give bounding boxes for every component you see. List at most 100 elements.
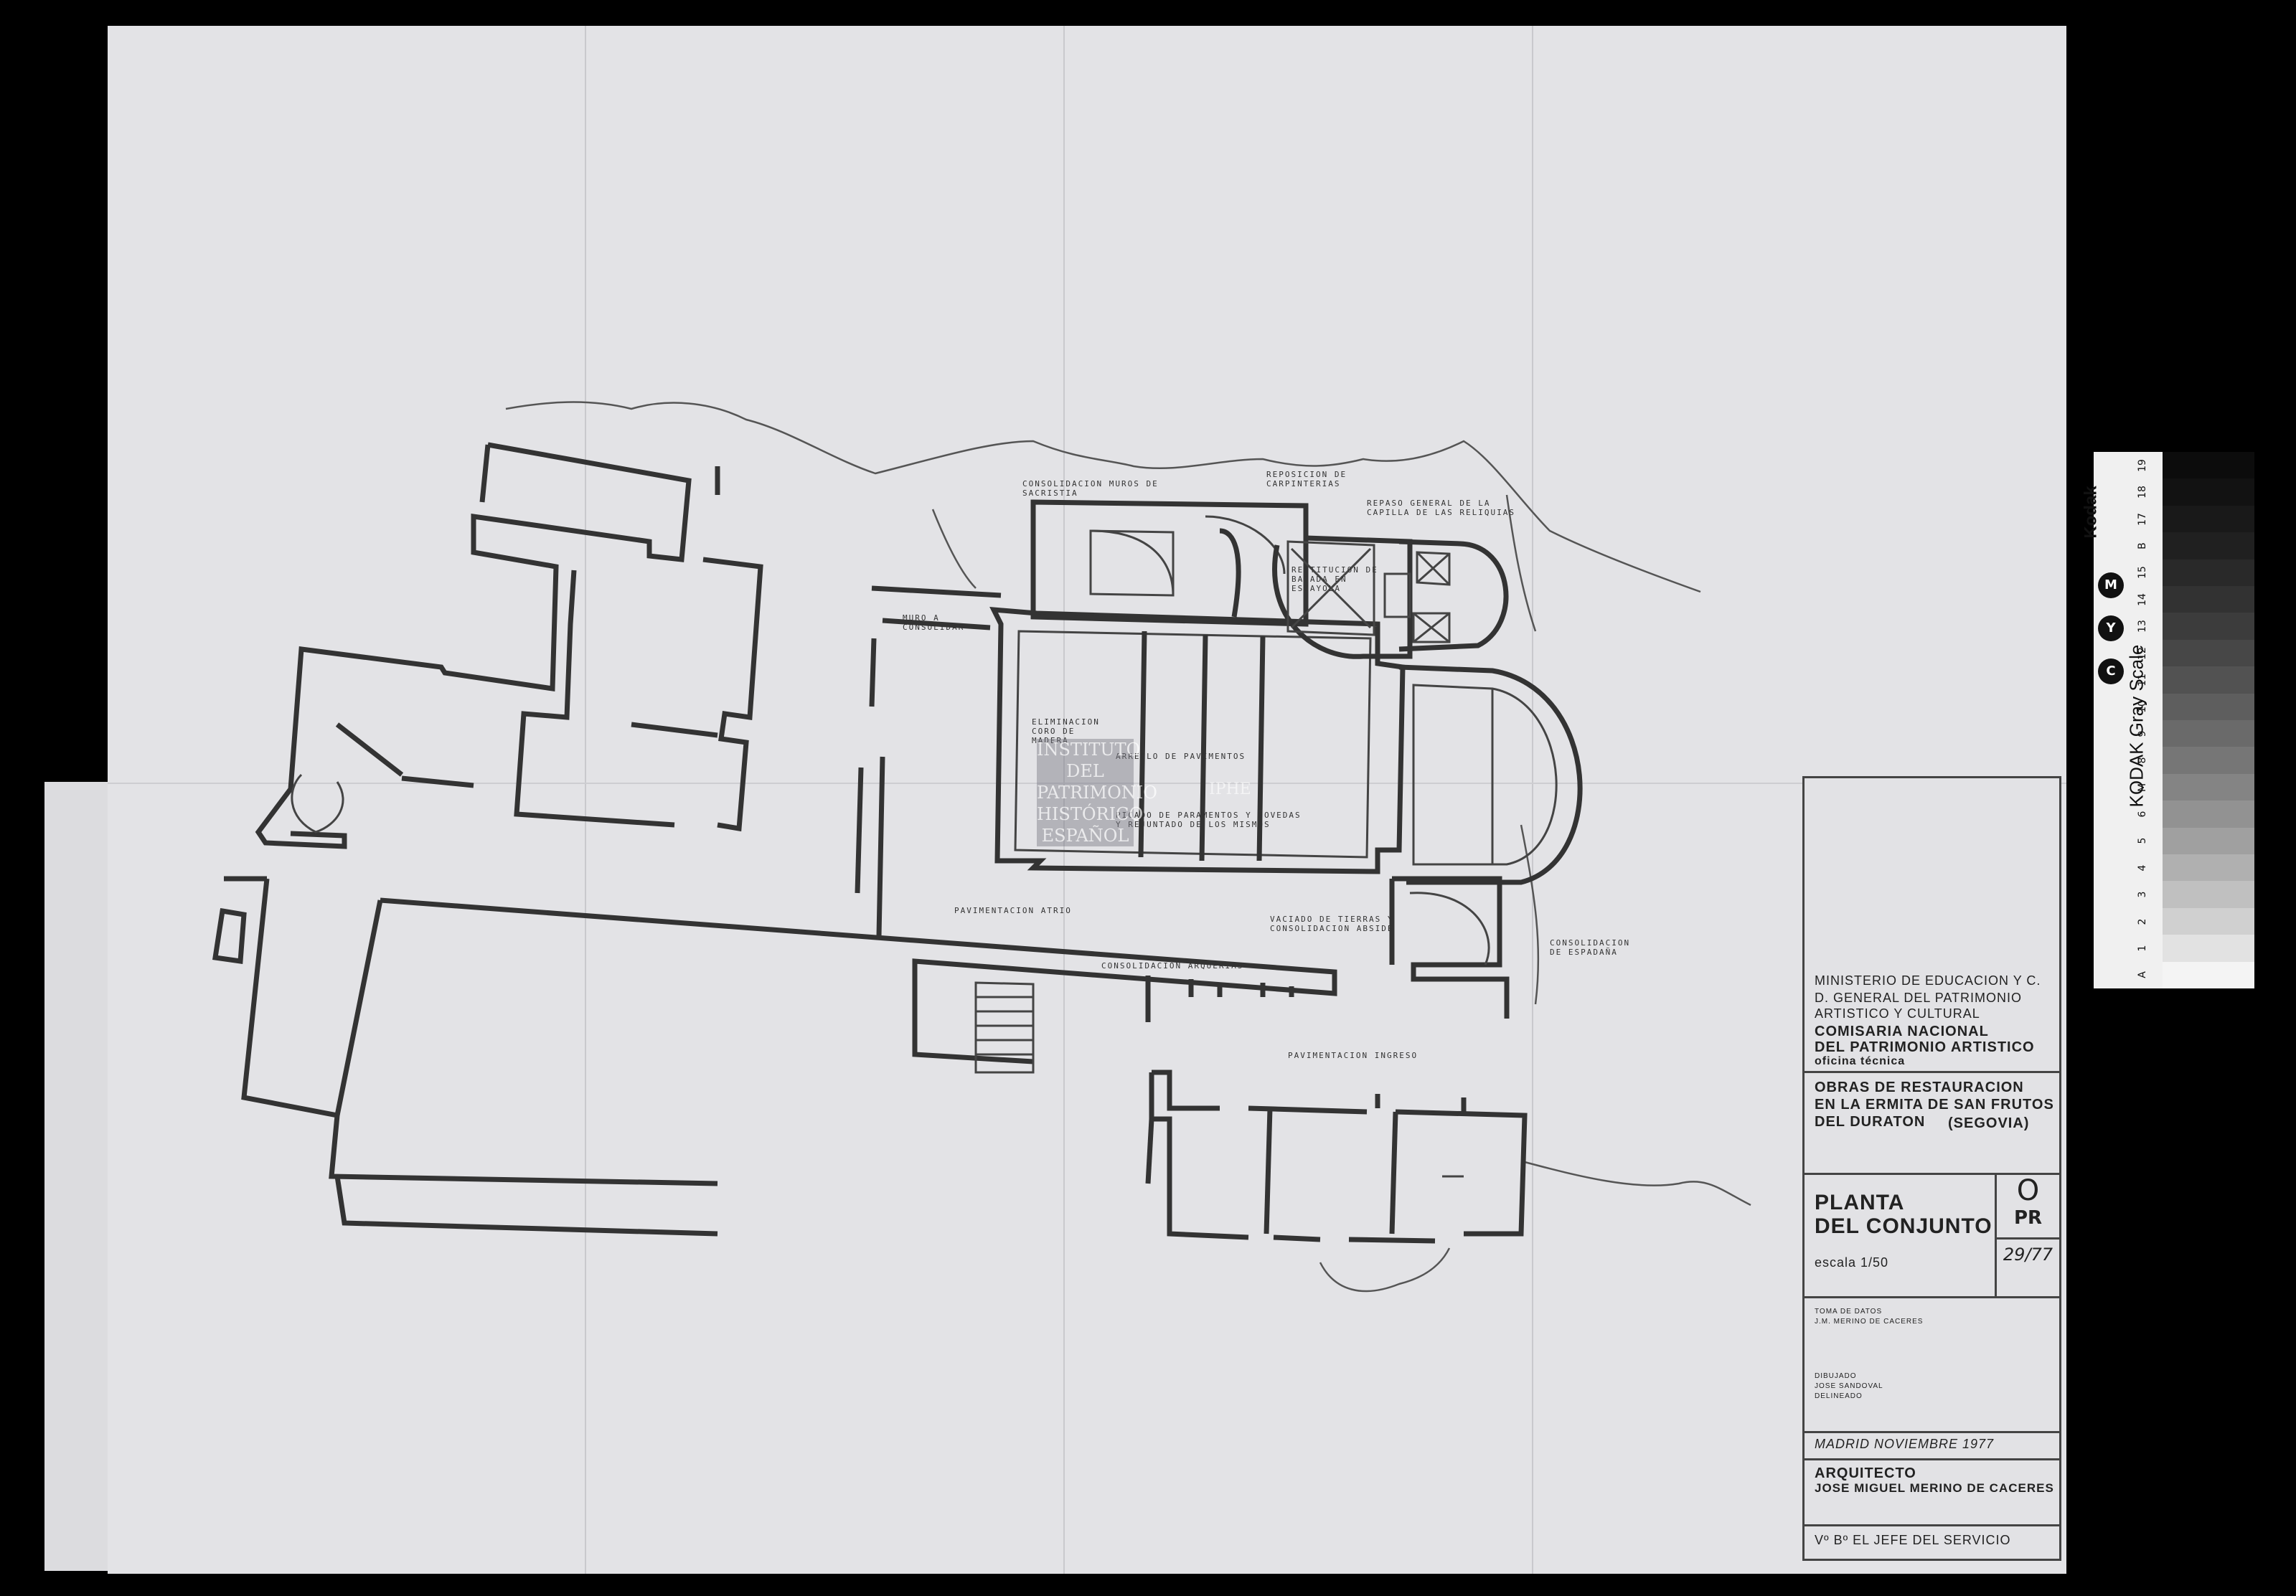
annotation: ELIMINACION CORO DE MADERA bbox=[1032, 717, 1100, 745]
fold-line bbox=[585, 26, 586, 1574]
gray-patch-number: 10 bbox=[2137, 700, 2148, 714]
annotation: ARREGLO DE PAVIMENTOS bbox=[1116, 752, 1246, 761]
architect-name: JOSE MIGUEL MERINO DE CACERES bbox=[1815, 1481, 2054, 1495]
org-line: oficina técnica bbox=[1815, 1055, 1906, 1067]
project-line: EN LA ERMITA DE SAN FRUTOS bbox=[1815, 1097, 2054, 1113]
iphe-logo: IPHE bbox=[1209, 780, 1251, 798]
sheet-code: PR bbox=[2013, 1207, 2043, 1229]
gray-patch bbox=[2163, 639, 2254, 667]
chapel-wall bbox=[1398, 539, 1509, 652]
annotation: PICADO DE PARAMENTOS Y BOVEDAS Y REJUNTA… bbox=[1116, 811, 1302, 829]
watermark-line: HISTÓRICO bbox=[1037, 804, 1144, 824]
gray-patch-number: 14 bbox=[2137, 592, 2148, 606]
gray-patch bbox=[2163, 935, 2254, 962]
sheet-title: PLANTA bbox=[1815, 1191, 1905, 1214]
annotation: CONSOLIDACION ARQUERIAS bbox=[1101, 961, 1244, 971]
org-line: D. GENERAL DEL PATRIMONIO bbox=[1815, 991, 2023, 1005]
gray-patch bbox=[2163, 478, 2254, 506]
dome-wall bbox=[1272, 535, 1413, 659]
org-line: ARTISTICO Y CULTURAL bbox=[1815, 1006, 1980, 1021]
gray-patch bbox=[2163, 452, 2254, 479]
watermark-line: ESPAÑOL bbox=[1041, 826, 1129, 846]
fold-line bbox=[1532, 26, 1533, 1574]
gray-patch bbox=[2163, 747, 2254, 774]
credit-label: TOMA DE DATOS bbox=[1815, 1308, 1883, 1316]
approval: Vº Bº EL JEFE DEL SERVICIO bbox=[1815, 1533, 2011, 1547]
sacristia-wall bbox=[1030, 499, 1309, 627]
watermark-line: PATRIMONIO bbox=[1037, 783, 1157, 803]
gray-patch-number: A bbox=[2137, 971, 2148, 979]
annotation: RESTITUCION DE BAJADA EN ESCAYOLA bbox=[1292, 565, 1378, 593]
fold-line bbox=[1063, 26, 1065, 1574]
iphe-watermark: INSTITUTO DEL PATRIMONIO HISTÓRICO ESPAÑ… bbox=[1037, 739, 1274, 850]
fold-line bbox=[108, 783, 2066, 784]
scale-label: escala 1/50 bbox=[1815, 1255, 1889, 1270]
gray-patch bbox=[2163, 693, 2254, 720]
atrio-wall bbox=[380, 897, 1337, 1064]
date: MADRID NOVIEMBRE 1977 bbox=[1815, 1437, 1995, 1451]
rock-outline bbox=[505, 401, 1701, 593]
annotation: CONSOLIDACION DE ESPADAÑA bbox=[1550, 938, 1631, 957]
gray-patch bbox=[2163, 586, 2254, 613]
sheet-title: DEL CONJUNTO bbox=[1815, 1214, 1992, 1238]
annotation: REPOSICION DE CARPINTERIAS bbox=[1266, 470, 1347, 488]
project-line: DEL DURATON bbox=[1815, 1114, 1926, 1130]
gray-patch-number: 1 bbox=[2137, 945, 2148, 952]
wall-outline bbox=[255, 442, 692, 849]
watermark-box: INSTITUTO DEL PATRIMONIO HISTÓRICO ESPAÑ… bbox=[1037, 739, 1157, 846]
gray-patch-number: 3 bbox=[2137, 891, 2148, 898]
patch-y: Y bbox=[2098, 615, 2124, 641]
project-region: (SEGOVIA) bbox=[1948, 1115, 2030, 1131]
watermark-line: INSTITUTO bbox=[1037, 740, 1141, 760]
patch-c: C bbox=[2098, 658, 2124, 684]
sheet-code: O bbox=[2016, 1174, 2040, 1207]
gray-patch-number: 19 bbox=[2137, 458, 2148, 472]
nave-wall bbox=[989, 606, 1406, 874]
gray-patch bbox=[2163, 854, 2254, 882]
gray-patch bbox=[2163, 773, 2254, 801]
kodak-brand: Kodak bbox=[2081, 486, 2101, 539]
drawing-sheet bbox=[108, 26, 2066, 1574]
gray-patch-number: 15 bbox=[2137, 566, 2148, 580]
title-block: MINISTERIO DE EDUCACION Y C. D. GENERAL … bbox=[1802, 776, 2061, 1561]
annotation: PAVIMENTACION ATRIO bbox=[954, 906, 1072, 915]
architect-label: ARQUITECTO bbox=[1815, 1465, 1916, 1481]
gray-patch bbox=[2163, 827, 2254, 854]
credit-label: DIBUJADO bbox=[1815, 1372, 1857, 1380]
gray-patch-number: M bbox=[2137, 783, 2148, 792]
gray-patch-number: 13 bbox=[2137, 620, 2148, 633]
annotation: REPASO GENERAL DE LA CAPILLA DE LAS RELI… bbox=[1367, 499, 1515, 517]
gray-patch bbox=[2163, 881, 2254, 908]
annotation: VACIADO DE TIERRAS Y CONSOLIDACION ABSID… bbox=[1270, 915, 1394, 933]
credit-name: J.M. MERINO DE CACERES bbox=[1815, 1318, 1924, 1326]
gray-strip bbox=[2163, 452, 2254, 988]
credit-role: DELINEADO bbox=[1815, 1392, 1863, 1400]
credit-name: JOSE SANDOVAL bbox=[1815, 1382, 1883, 1390]
watermark-line: DEL bbox=[1066, 761, 1104, 781]
gray-patch-number: 12 bbox=[2137, 646, 2148, 660]
gray-patch bbox=[2163, 505, 2254, 533]
gray-patch bbox=[2163, 613, 2254, 640]
gray-patch-number: 11 bbox=[2137, 673, 2148, 686]
gray-patch-number: 6 bbox=[2137, 811, 2148, 818]
gray-patch-number: 18 bbox=[2137, 486, 2148, 499]
ingreso-wall bbox=[1152, 1069, 1528, 1237]
annotation: CONSOLIDACION MUROS DE SACRISTIA bbox=[1022, 479, 1159, 498]
gray-patch bbox=[2163, 961, 2254, 988]
org-line: DEL PATRIMONIO ARTISTICO bbox=[1815, 1039, 2035, 1055]
annotation: MURO A CONSOLIDAR bbox=[903, 613, 965, 632]
sheet-flap bbox=[44, 782, 116, 1571]
apse-wall bbox=[1398, 664, 1583, 885]
gray-patch bbox=[2163, 559, 2254, 586]
gray-patch-number: 9 bbox=[2137, 730, 2148, 737]
org-line: COMISARIA NACIONAL bbox=[1815, 1024, 1989, 1039]
gray-patch-number: B bbox=[2137, 542, 2148, 549]
gray-patch bbox=[2163, 801, 2254, 828]
annotation: PAVIMENTACION INGRESO bbox=[1288, 1051, 1418, 1060]
gray-patch bbox=[2163, 907, 2254, 935]
org-line: MINISTERIO DE EDUCACION Y C. bbox=[1815, 973, 2041, 988]
gray-patch-number: 4 bbox=[2137, 864, 2148, 872]
